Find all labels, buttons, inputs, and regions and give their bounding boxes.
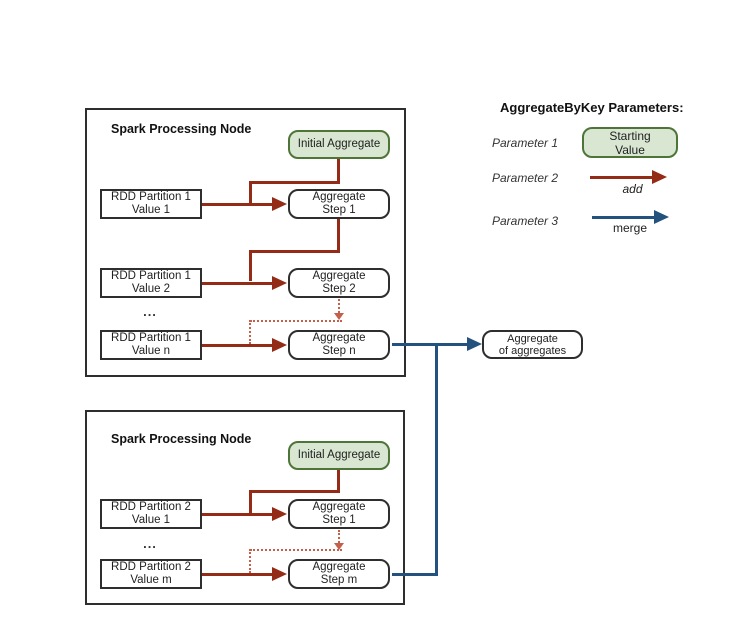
rdd-partition-line2: Value m (130, 574, 172, 586)
legend-starting-value-line2: Value (615, 142, 645, 157)
legend-parameter-3-label: Parameter 3 (492, 214, 559, 228)
aggregate-step-box: Aggregate Step 1 (288, 499, 390, 529)
dotted-arrow-head-icon (334, 313, 344, 320)
legend-starting-value-line1: Starting (609, 128, 651, 143)
add-connector-line (249, 250, 252, 281)
add-connector-line (249, 181, 340, 184)
aggregate-step-line2: Step m (320, 574, 358, 586)
add-connector-line (249, 490, 252, 514)
initial-aggregate-box-2: Initial Aggregate (288, 441, 390, 470)
aggregate-step-box: Aggregate Step m (288, 559, 390, 589)
aggregate-step-box: Aggregate Step 1 (288, 189, 390, 219)
initial-aggregate-label-2: Initial Aggregate (297, 449, 381, 461)
rdd-partition-line1: RDD Partition 1 (111, 270, 191, 282)
aggregate-step-line1: Aggregate (312, 501, 366, 513)
aggregate-step-line2: Step 1 (322, 514, 356, 526)
dotted-continuation-line (338, 299, 340, 313)
add-arrow-shaft (202, 573, 272, 576)
merge-arrow-head-icon (467, 337, 482, 351)
aggregate-step-line1: Aggregate (312, 191, 366, 203)
add-arrow-head-icon (272, 338, 287, 352)
dotted-continuation-line (249, 549, 251, 573)
aggregate-step-line2: Step 2 (322, 283, 356, 295)
aggregate-step-line2: Step 1 (322, 204, 356, 216)
legend-starting-value-box: Starting Value (582, 127, 678, 158)
rdd-partition-box: RDD Partition 1 Value 2 (100, 268, 202, 298)
dotted-arrow-head-icon (334, 543, 344, 550)
aggregate-of-aggregates-box: Aggregate of aggregates (482, 330, 583, 359)
merge-connector-line (392, 343, 468, 346)
aggregate-step-line1: Aggregate (312, 270, 366, 282)
aggregate-of-aggregates-line2: of aggregates (498, 344, 567, 357)
add-connector-line (337, 470, 340, 492)
aggregate-of-aggregates-line1: Aggregate (507, 332, 558, 345)
ellipsis-label: ... (143, 304, 157, 319)
add-arrow-head-icon (272, 276, 287, 290)
rdd-partition-box: RDD Partition 2 Value 1 (100, 499, 202, 529)
add-arrow-shaft (202, 344, 272, 347)
rdd-partition-line1: RDD Partition 2 (111, 501, 191, 513)
rdd-partition-box: RDD Partition 1 Value 1 (100, 189, 202, 219)
merge-arrow-caption: merge (612, 221, 647, 235)
dotted-continuation-line (338, 530, 340, 543)
add-arrow-shaft (202, 282, 272, 285)
aggregate-step-line1: Aggregate (312, 561, 366, 573)
legend-parameter-1-label: Parameter 1 (492, 136, 559, 150)
initial-aggregate-label-1: Initial Aggregate (297, 138, 381, 150)
add-connector-line (249, 250, 340, 253)
add-arrow-shaft (590, 176, 654, 179)
rdd-partition-line1: RDD Partition 1 (111, 191, 191, 203)
merge-connector-line (392, 573, 438, 576)
spark-node-2-title: Spark Processing Node (111, 432, 252, 446)
add-connector-line (337, 219, 340, 252)
rdd-partition-line1: RDD Partition 1 (111, 332, 191, 344)
dotted-continuation-line (250, 549, 342, 551)
rdd-partition-line2: Value 1 (131, 514, 171, 526)
aggregate-step-box: Aggregate Step 2 (288, 268, 390, 298)
rdd-partition-line2: Value 2 (131, 283, 171, 295)
add-arrow-caption: add (622, 182, 643, 196)
add-arrow-shaft (202, 513, 272, 516)
initial-aggregate-box-1: Initial Aggregate (288, 130, 390, 159)
dotted-continuation-line (249, 320, 251, 344)
aggregate-step-line2: Step n (322, 345, 356, 357)
ellipsis-label: ... (143, 536, 157, 551)
add-connector-line (249, 490, 340, 493)
merge-arrow-head-icon (654, 210, 669, 224)
merge-connector-line (435, 343, 438, 576)
legend-parameter-2-label: Parameter 2 (492, 171, 559, 185)
add-arrow-head-icon (272, 507, 287, 521)
spark-node-1-title: Spark Processing Node (111, 122, 252, 136)
rdd-partition-line2: Value 1 (131, 204, 171, 216)
add-connector-line (337, 159, 340, 183)
rdd-partition-line2: Value n (131, 345, 171, 357)
add-arrow-shaft (202, 203, 272, 206)
add-connector-line (249, 181, 252, 205)
dotted-continuation-line (250, 320, 342, 322)
aggregate-step-box: Aggregate Step n (288, 330, 390, 360)
merge-arrow-shaft (592, 216, 654, 219)
add-arrow-head-icon (272, 197, 287, 211)
legend-title: AggregateByKey Parameters: (500, 100, 684, 115)
add-arrow-head-icon (652, 170, 667, 184)
rdd-partition-box: RDD Partition 1 Value n (100, 330, 202, 360)
add-arrow-head-icon (272, 567, 287, 581)
aggregate-step-line1: Aggregate (312, 332, 366, 344)
rdd-partition-box: RDD Partition 2 Value m (100, 559, 202, 589)
rdd-partition-line1: RDD Partition 2 (111, 561, 191, 573)
